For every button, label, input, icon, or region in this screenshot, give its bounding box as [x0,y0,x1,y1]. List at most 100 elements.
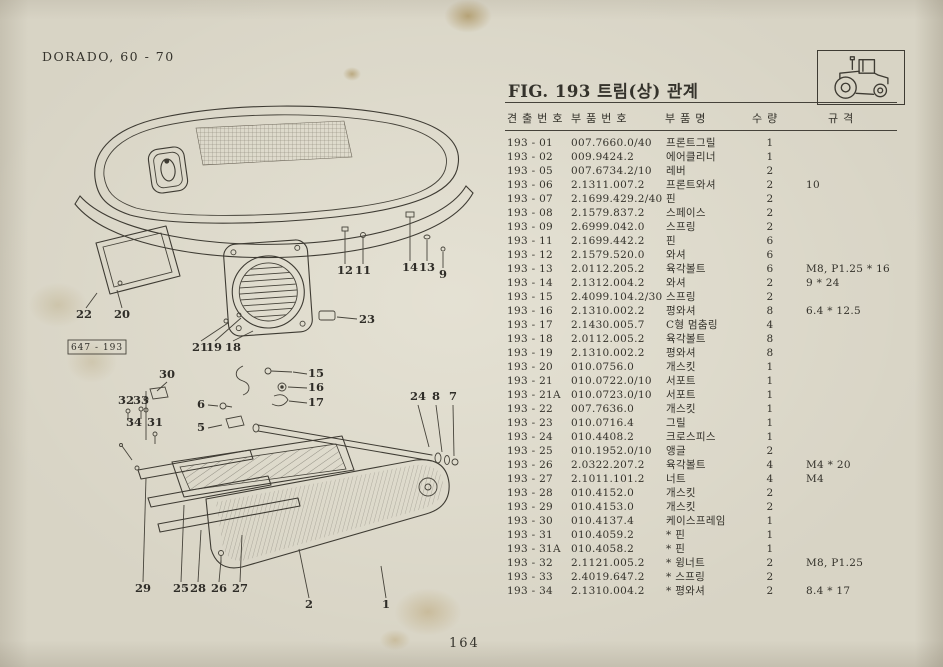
header-spec: 규격 [828,112,859,125]
item-no: 193 - 07 [507,193,554,205]
header-part-name: 부품명 [665,112,711,125]
item-no: 193 - 14 [507,277,554,289]
spec: M4 [806,473,825,485]
item-no: 193 - 15 [507,291,554,303]
spec: 9 * 24 [806,277,840,289]
part-name: 개스킷 [666,361,696,373]
quantity: 1 [766,515,774,527]
quantity: 8 [766,333,774,345]
part-name: 육각볼트 [666,263,706,275]
callout-27: 27 [232,581,248,595]
callout-7: 7 [449,389,457,403]
callout-29: 29 [135,581,151,595]
item-no: 193 - 24 [507,431,554,443]
callout-18: 18 [225,340,241,354]
part-no: 010.4059.2 [571,529,635,541]
part-no: 2.1579.837.2 [571,207,645,219]
quantity: 1 [766,375,774,387]
part-name: 평와셔 [666,305,696,317]
callout-34: 34 [126,415,142,429]
callout-20: 20 [114,307,130,321]
quantity: 1 [766,137,774,149]
part-no: 2.1011.101.2 [571,473,645,485]
callout-15: 15 [308,366,324,380]
tractor-icon [834,56,889,99]
part-name: 스프링 [666,291,696,303]
part-name: 와셔 [666,249,686,261]
quantity: 6 [766,249,774,261]
page-number: 164 [449,636,480,651]
spec: M4 * 20 [806,459,851,471]
callout-22: 22 [76,307,92,321]
spec: M8, P1.25 * 16 [806,263,891,275]
part-name: C형 멈춤링 [666,319,718,331]
part-no: 2.1311.007.2 [571,179,645,191]
callout-32: 32 [118,393,134,407]
quantity: 2 [766,501,774,513]
item-no: 193 - 23 [507,417,554,429]
part-name: 와셔 [666,277,686,289]
hood-mesh-area [195,120,353,166]
part-name: 개스킷 [666,501,696,513]
quantity: 2 [766,165,774,177]
quantity: 2 [766,571,774,583]
part-name: * 평와셔 [666,585,706,597]
bracket-cluster [119,386,169,461]
quantity: 1 [766,417,774,429]
quantity: 1 [766,403,774,415]
quantity: 1 [766,431,774,443]
quantity: 2 [766,221,774,233]
part-no: 2.1121.005.2 [571,557,645,569]
quantity: 2 [766,445,774,457]
part-no: 2.1312.004.2 [571,277,645,289]
part-name: 육각볼트 [666,459,706,471]
part-no: 2.1310.002.2 [571,347,645,359]
quantity: 2 [766,179,774,191]
part-name: 케이스프레임 [666,515,726,527]
quantity: 4 [766,473,774,485]
header-quantity: 수량 [752,112,783,125]
spec: 10 [806,179,820,191]
part-name: 핀 [666,235,676,247]
item-no: 193 - 27 [507,473,554,485]
quantity: 1 [766,361,774,373]
grille-panels [134,435,450,569]
hook-parts [219,365,293,429]
part-name: 앵글 [666,445,686,457]
figure-title: FIG. 193 트림(상) 관계 [508,82,699,101]
part-no: 010.4058.2 [571,543,635,555]
item-no: 193 - 31 [507,529,554,541]
part-no: 009.9424.2 [571,151,635,163]
callout-8: 8 [432,389,440,403]
quantity: 2 [766,291,774,303]
model-label: DORADO, 60 - 70 [42,49,175,64]
callout-33: 33 [133,393,149,407]
callout-11: 11 [355,263,371,277]
callout-28: 28 [190,581,206,595]
callout-23: 23 [359,312,375,326]
part-no: 2.6999.042.0 [571,221,645,233]
quantity: 4 [766,319,774,331]
part-no: 2.1699.442.2 [571,235,645,247]
figure-ref-box: 647 - 193 [67,339,127,355]
part-no: 2.1310.002.2 [571,305,645,317]
part-no: 010.4152.0 [571,487,635,499]
item-no: 193 - 16 [507,305,554,317]
part-no: 010.1952.0/10 [571,445,652,457]
part-no: 010.0722.0/10 [571,375,652,387]
